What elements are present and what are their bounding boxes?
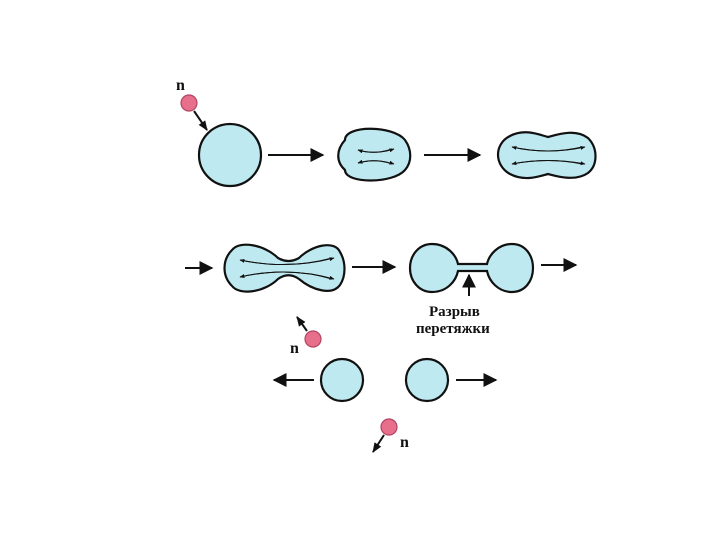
neutron-emitted-1-arrow	[296, 316, 308, 332]
nucleus-elongated	[496, 131, 597, 180]
neutron-label-1: n	[290, 340, 299, 357]
neutron-incoming-arrow	[193, 110, 208, 131]
neutron-emitted-2	[380, 418, 398, 436]
neutron-label-2: n	[400, 434, 409, 451]
nucleus-deformed-1	[337, 127, 412, 182]
nucleus-necked	[408, 242, 535, 294]
deformation-arrows-1	[357, 148, 395, 165]
deformation-arrows-3	[239, 257, 335, 280]
fragment-left	[319, 357, 365, 403]
neutron-emitted-2-arrow	[372, 434, 385, 453]
nucleus-sphere	[197, 122, 263, 188]
neutron-incoming	[180, 94, 198, 112]
neutron-label-incoming: n	[176, 77, 185, 94]
caption-line1: Разрыв	[429, 304, 480, 320]
fragment-right	[404, 357, 450, 403]
caption-line2: перетяжки	[416, 321, 490, 337]
neutron-emitted-1	[304, 330, 322, 348]
nucleus-dumbbell	[223, 243, 346, 293]
deformation-arrows-2	[511, 145, 586, 166]
